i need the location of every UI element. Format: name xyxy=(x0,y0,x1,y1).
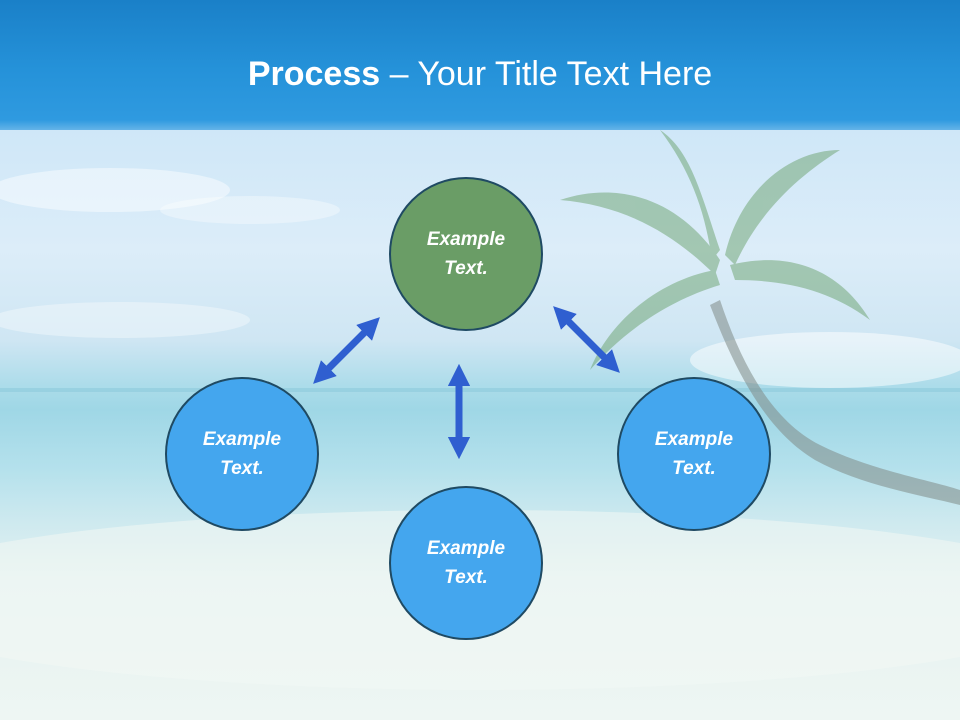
right-node: Example Text. xyxy=(617,377,771,531)
left-node-label: Example Text. xyxy=(187,425,297,483)
right-node-line1: Example xyxy=(654,429,734,450)
slide-title-bold: Process xyxy=(247,55,381,93)
center-node-label: Example Text. xyxy=(411,225,521,283)
left-node: Example Text. xyxy=(165,377,319,531)
bottom-node-label: Example Text. xyxy=(411,534,521,592)
bottom-node: Example Text. xyxy=(389,486,543,640)
title-bar xyxy=(0,0,960,130)
right-node-line2: Text. xyxy=(672,458,716,479)
arrow-center-right xyxy=(553,306,620,373)
right-node-label: Example Text. xyxy=(639,425,749,483)
center-node: Example Text. xyxy=(389,177,543,331)
left-node-line2: Text. xyxy=(220,458,264,479)
slide-title: Process – Your Title Text Here xyxy=(0,52,960,96)
bottom-node-line1: Example xyxy=(426,538,506,559)
bottom-node-line2: Text. xyxy=(444,567,488,588)
center-node-line1: Example xyxy=(426,229,506,250)
slide-title-text: – Your Title Text Here xyxy=(380,55,713,93)
arrow-center-left xyxy=(313,317,380,384)
left-node-line1: Example xyxy=(202,429,282,450)
center-node-line2: Text. xyxy=(444,258,488,279)
